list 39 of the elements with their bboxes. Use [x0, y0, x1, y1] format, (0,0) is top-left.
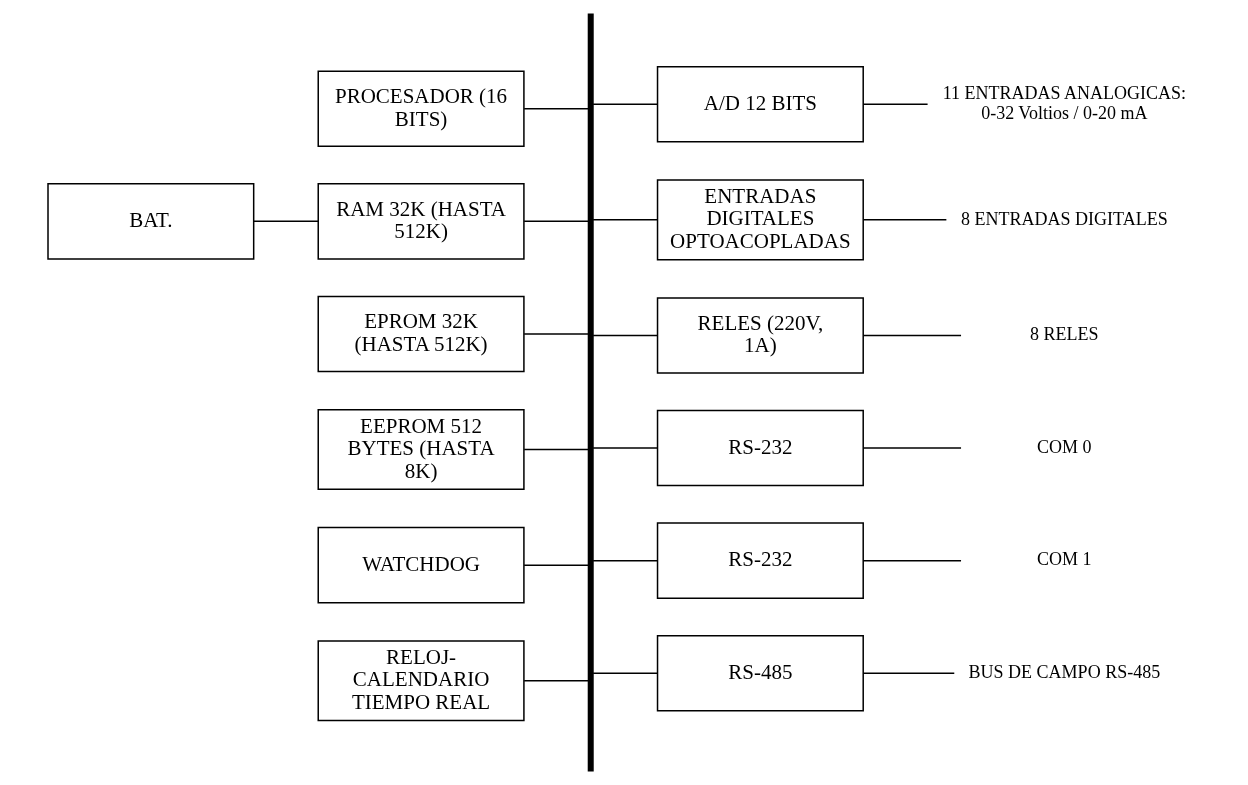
node-text: 11 ENTRADAS ANALOGICAS: 0-32 Voltios / 0-20 mA [942, 83, 1186, 123]
connector [522, 333, 589, 335]
connector [591, 103, 658, 105]
node-box: EEPROM 512 BYTES (HASTA 8K) [317, 409, 525, 491]
node-box: EPROM 32K (HASTA 512K) [317, 295, 525, 373]
connector [522, 564, 589, 566]
node-box: PROCESADOR (16 BITS) [317, 70, 525, 148]
node-box: A/D 12 BITS [656, 65, 864, 143]
connector [862, 672, 955, 674]
connector [522, 220, 589, 223]
connector [862, 559, 962, 562]
node-box: RELES (220V, 1A) [656, 297, 864, 374]
connector [862, 447, 962, 449]
connector [522, 108, 589, 110]
connector [591, 334, 658, 337]
node-box: RS-232 [656, 409, 864, 487]
node-bar [587, 13, 594, 772]
node-box: WATCHDOG [317, 526, 525, 604]
node-box: RS-232 [656, 522, 864, 599]
connector [591, 672, 658, 674]
node-box: RAM 32K (HASTA 512K) [317, 183, 525, 260]
node-box: ENTRADAS DIGITALES OPTOACOPLADAS [656, 179, 864, 261]
connector [591, 559, 658, 562]
node-text: COM 0 [1036, 436, 1092, 457]
node-box: RELOJ- CALENDARIO TIEMPO REAL [317, 640, 525, 722]
connector [522, 680, 589, 682]
connector [862, 334, 962, 337]
connector [862, 103, 928, 105]
connector [252, 220, 319, 223]
node-box: RS-485 [656, 634, 864, 712]
connector [522, 448, 589, 451]
node-text: BUS DE CAMPO RS-485 [968, 661, 1160, 682]
node-text: 8 ENTRADAS DIGITALES [960, 208, 1168, 229]
connector [862, 219, 947, 221]
connector [591, 219, 658, 221]
node-text: COM 1 [1036, 549, 1092, 570]
node-text: 8 RELES [1029, 324, 1099, 345]
connector [591, 447, 658, 449]
node-box: BAT. [46, 183, 254, 260]
